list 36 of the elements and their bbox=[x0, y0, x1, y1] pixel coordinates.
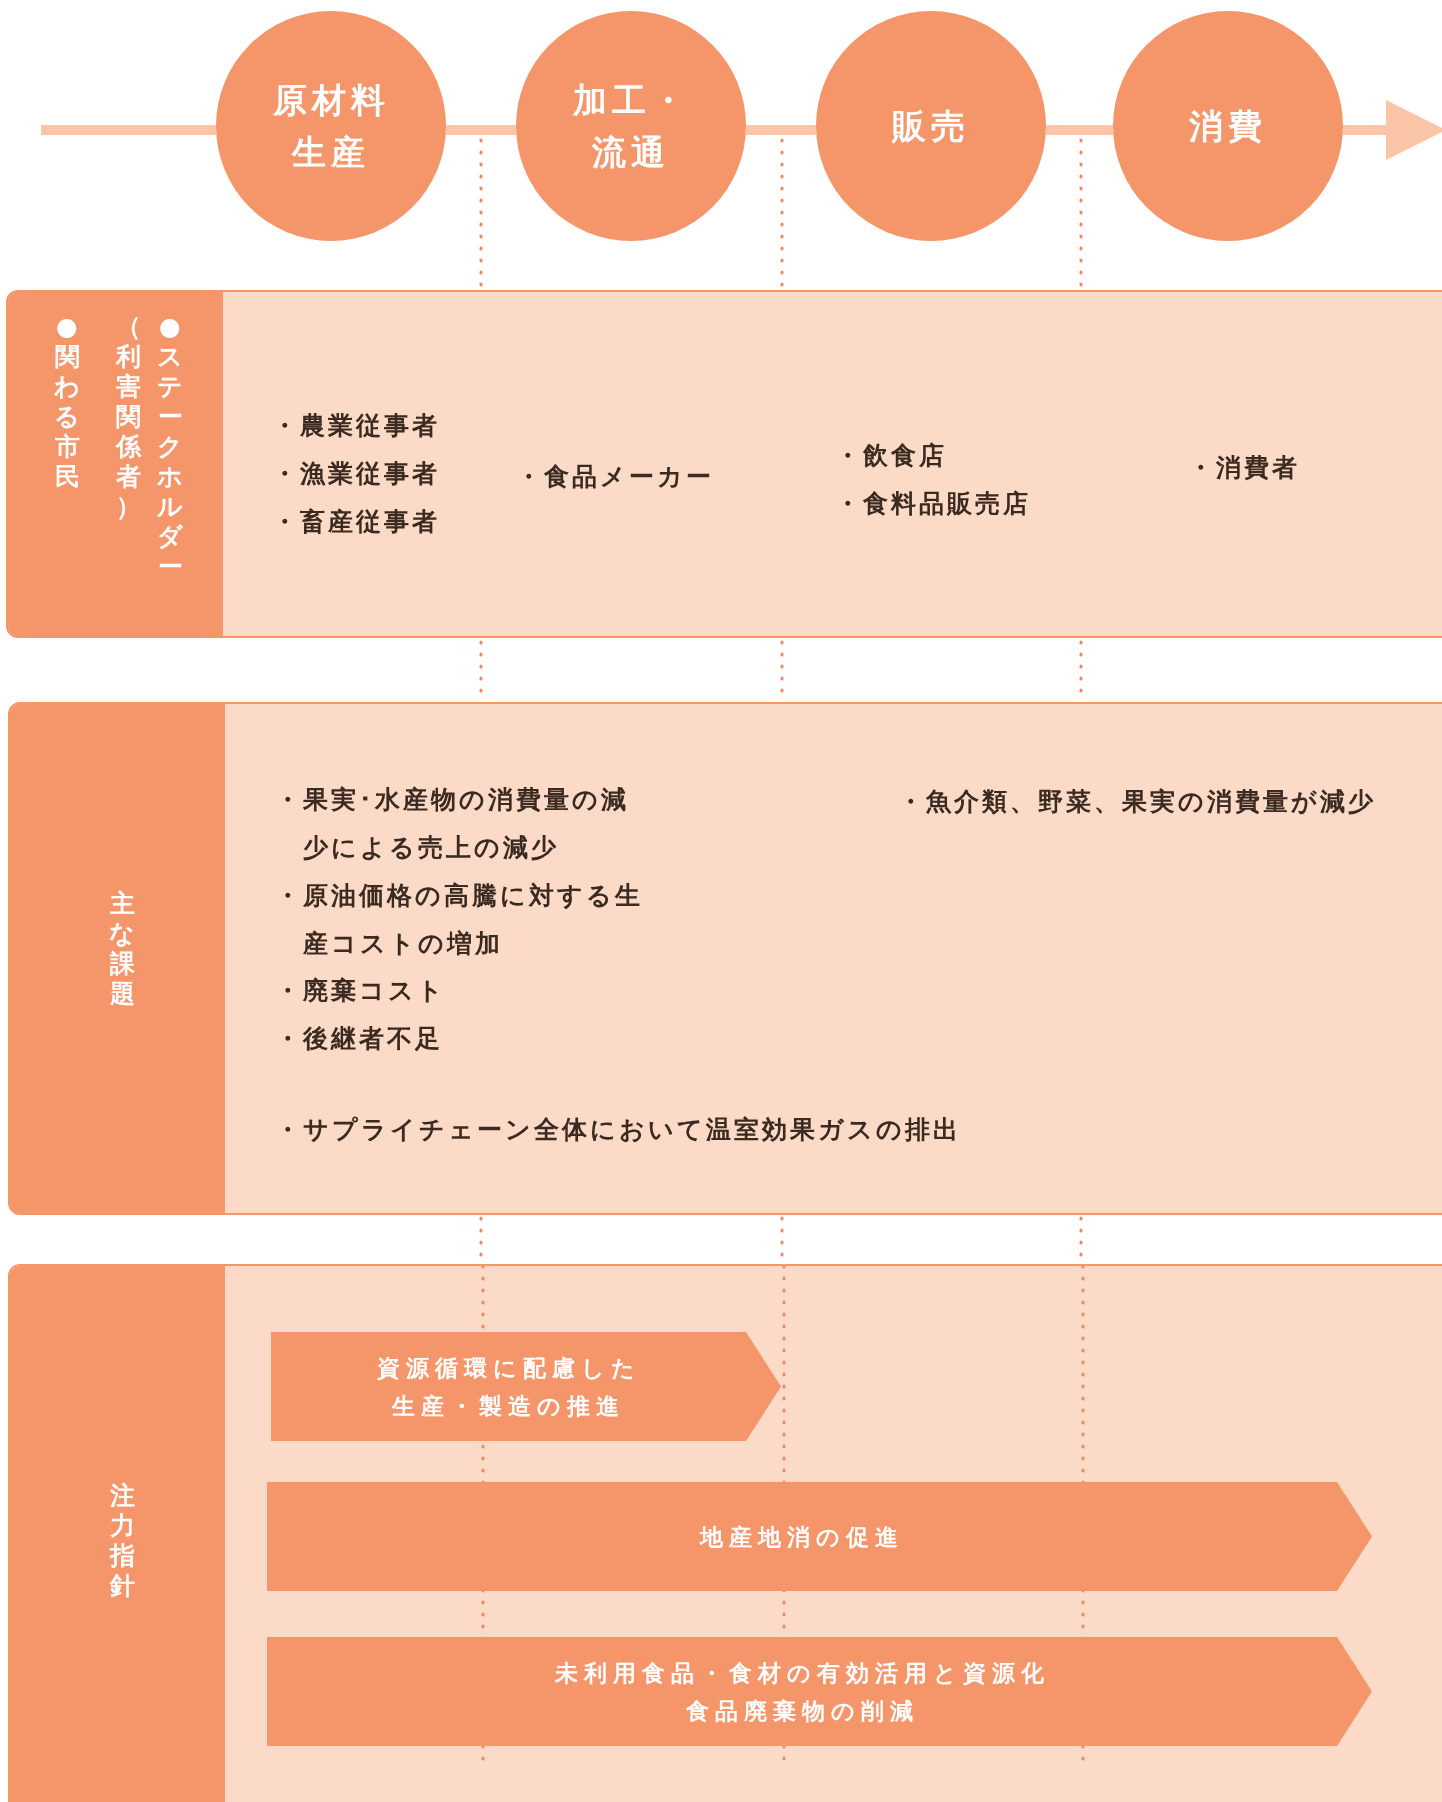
bullet-item: ・消費者 bbox=[1188, 452, 1300, 484]
bullet-item: ・魚介類、野菜、果実の消費量が減少 bbox=[898, 786, 1376, 818]
stage-label: 販売 bbox=[890, 105, 971, 148]
connector-line bbox=[41, 125, 216, 135]
section-band bbox=[6, 290, 1442, 638]
bullet-item: ・サプライチェーン全体において温室効果ガスの排出 bbox=[275, 1114, 961, 1146]
bullet-item: ・漁業従事者 bbox=[272, 458, 440, 490]
banner-text: 地産地消の促進 bbox=[700, 1522, 904, 1552]
connector-line bbox=[1046, 125, 1113, 135]
chevron-banner bbox=[267, 1482, 1372, 1591]
stage-label: 原材料生産 bbox=[271, 79, 391, 174]
section-heading: 注力指針 bbox=[108, 1481, 136, 1601]
arrow bbox=[1343, 100, 1442, 160]
chevron-banner bbox=[267, 1637, 1372, 1746]
connector-line bbox=[746, 125, 816, 135]
stage-label: 加工・流通 bbox=[571, 79, 691, 174]
bullet-item: ・飲食店 bbox=[835, 440, 947, 472]
connector-line bbox=[446, 125, 516, 135]
bullet-item: ・果実･水産物の消費量の減少による売上の減少 bbox=[275, 784, 630, 864]
section-band bbox=[8, 1264, 1442, 1802]
bullet-item: ・原油価格の高騰に対する生産コストの増加 bbox=[275, 880, 644, 960]
banner-text: 資源循環に配慮した生産・製造の推進 bbox=[375, 1353, 642, 1421]
bullet-item: ・畜産従事者 bbox=[272, 506, 440, 538]
chevron-banner bbox=[271, 1332, 781, 1441]
bullet-item: ・食品メーカー bbox=[516, 461, 714, 493]
bullet-item: ・廃棄コスト bbox=[275, 975, 446, 1007]
section-heading: 主な課題 bbox=[108, 889, 136, 1009]
bullet-item: ・農業従事者 bbox=[272, 410, 440, 442]
section-band bbox=[8, 702, 1442, 1215]
section-heading: ●ステークホルダー（利害関係者） bbox=[114, 312, 184, 583]
bullet-item: ・後継者不足 bbox=[275, 1023, 443, 1055]
stage-label: 消費 bbox=[1188, 105, 1268, 148]
section-heading: ●関わる市民 bbox=[53, 312, 81, 492]
banner-text: 食品廃棄物の削減 bbox=[685, 1696, 919, 1726]
bullet-item: ・食料品販売店 bbox=[835, 488, 1031, 520]
banner-text: 未利用食品・食材の有効活用と資源化 bbox=[554, 1658, 1050, 1688]
